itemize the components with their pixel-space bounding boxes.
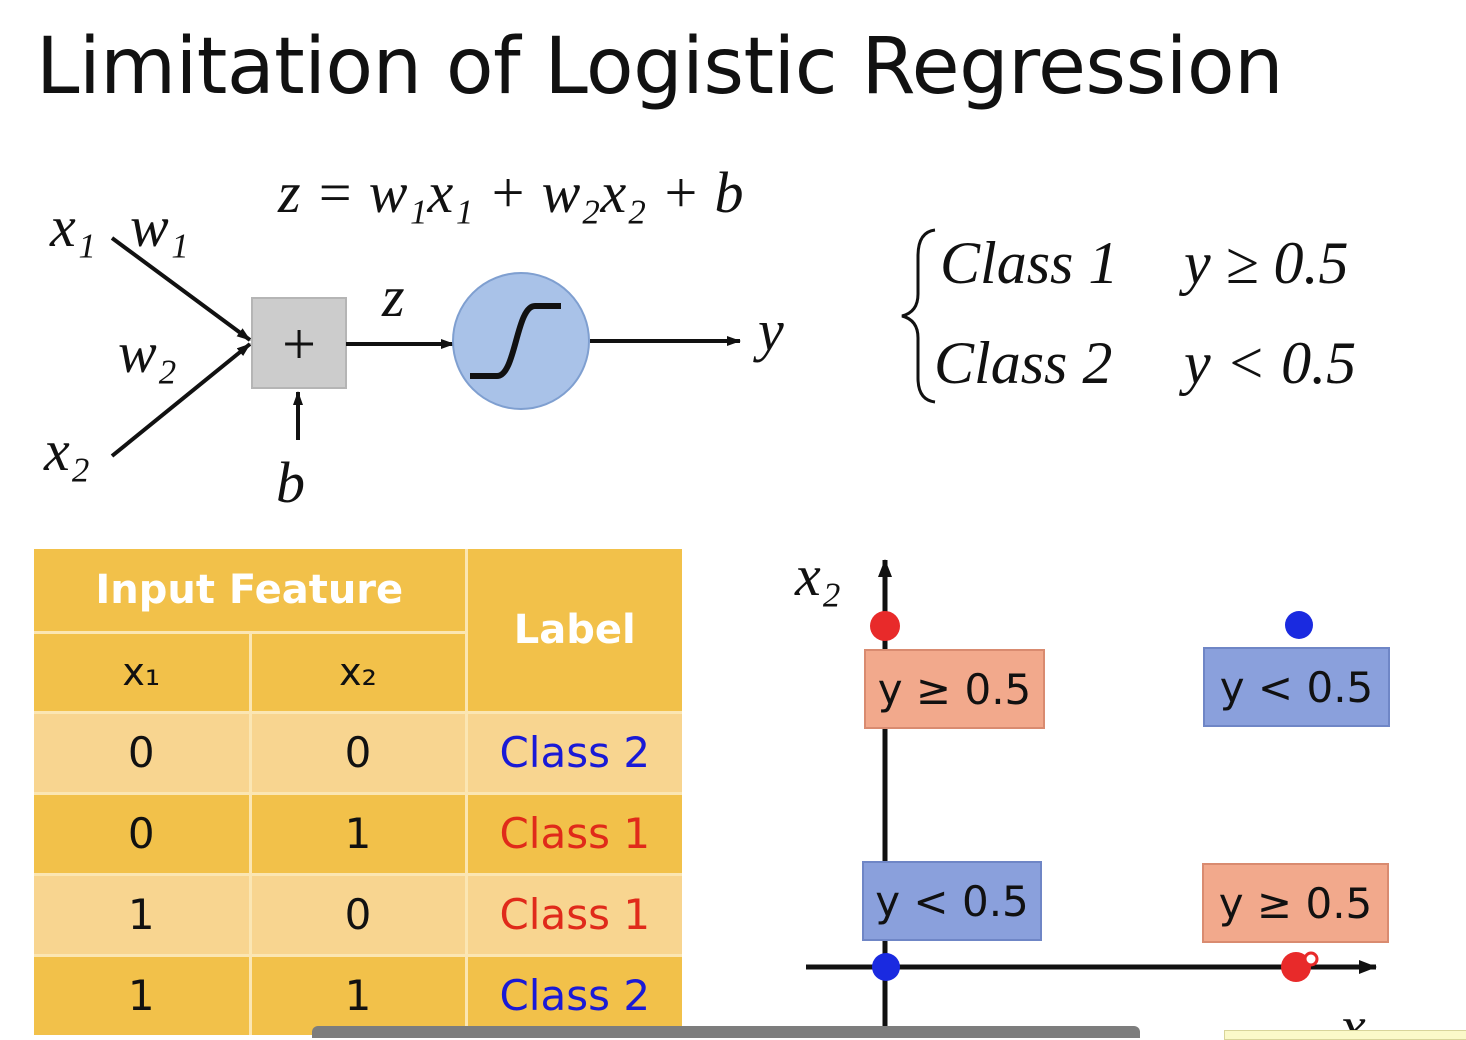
region-label-bottom-right: y ≥ 0.5 xyxy=(1202,863,1389,943)
cell-label: Class 1 xyxy=(464,872,683,955)
cursor-icon xyxy=(1303,951,1319,967)
label-header: Label xyxy=(464,549,683,714)
cell-label: Class 2 xyxy=(464,953,683,1035)
rule-class2-label: Class 2 xyxy=(934,330,1112,396)
cell-x2: 0 xyxy=(248,710,467,793)
rule-class1-condition: y ≥ 0.5 xyxy=(1178,230,1349,296)
cell-label: Class 1 xyxy=(464,791,683,874)
column-x2-header: x₂ xyxy=(248,630,467,712)
point-blue-1-1 xyxy=(1285,611,1313,639)
x2-axis-label: x₂ xyxy=(794,543,841,608)
rule-class1-label: Class 1 xyxy=(940,230,1118,296)
cell-x1: 1 xyxy=(34,872,250,955)
cell-x1: 0 xyxy=(34,710,250,793)
column-x1-header: x₁ xyxy=(34,630,250,712)
x1-edge xyxy=(110,236,252,342)
rule-brace xyxy=(901,228,936,404)
cell-x2: 1 xyxy=(248,791,467,874)
cell-x1: 1 xyxy=(34,953,250,1035)
region-label-top-left: y ≥ 0.5 xyxy=(864,649,1045,729)
cell-x2: 1 xyxy=(248,953,467,1035)
input-x2: x₂ xyxy=(43,418,90,483)
region-label-bottom-left: y < 0.5 xyxy=(862,861,1042,941)
input-x1: x₁ xyxy=(49,194,96,259)
sigmoid-curve-icon xyxy=(470,303,561,379)
z-label: z xyxy=(381,264,405,329)
cell-x1: 0 xyxy=(34,791,250,874)
x2-edge xyxy=(110,342,252,458)
point-blue-0-0 xyxy=(872,953,900,981)
weight-w2: w₂ xyxy=(118,320,177,385)
table-row: 1 0 Class 1 xyxy=(34,872,683,955)
weight-w1: w₁ xyxy=(130,194,189,259)
rule-class2-condition: y < 0.5 xyxy=(1178,330,1356,396)
table-row: 0 0 Class 2 xyxy=(34,710,683,793)
table-row: 1 1 Class 2 xyxy=(34,953,683,1035)
sticky-note xyxy=(1224,1030,1466,1040)
input-feature-header: Input Feature xyxy=(34,549,467,632)
sum-node xyxy=(251,297,347,389)
equation: z = w₁x₁ + w₂x₂ + b xyxy=(277,160,744,225)
cell-label: Class 2 xyxy=(464,710,683,793)
table-row: 0 1 Class 1 xyxy=(34,791,683,874)
plus-icon: + xyxy=(282,311,316,377)
bias-label: b xyxy=(276,450,305,515)
output-y: y xyxy=(753,298,784,363)
horizontal-scrollbar[interactable] xyxy=(312,1026,1140,1038)
xor-data-table: Input Feature Label x₁ x₂ 0 0 Class 2 0 … xyxy=(34,549,683,1035)
point-red-1-0 xyxy=(1281,952,1311,982)
slide-title: Limitation of Logistic Regression xyxy=(36,22,1284,112)
cell-x2: 0 xyxy=(248,872,467,955)
point-red-0-1 xyxy=(870,611,900,641)
region-label-top-right: y < 0.5 xyxy=(1203,647,1390,727)
